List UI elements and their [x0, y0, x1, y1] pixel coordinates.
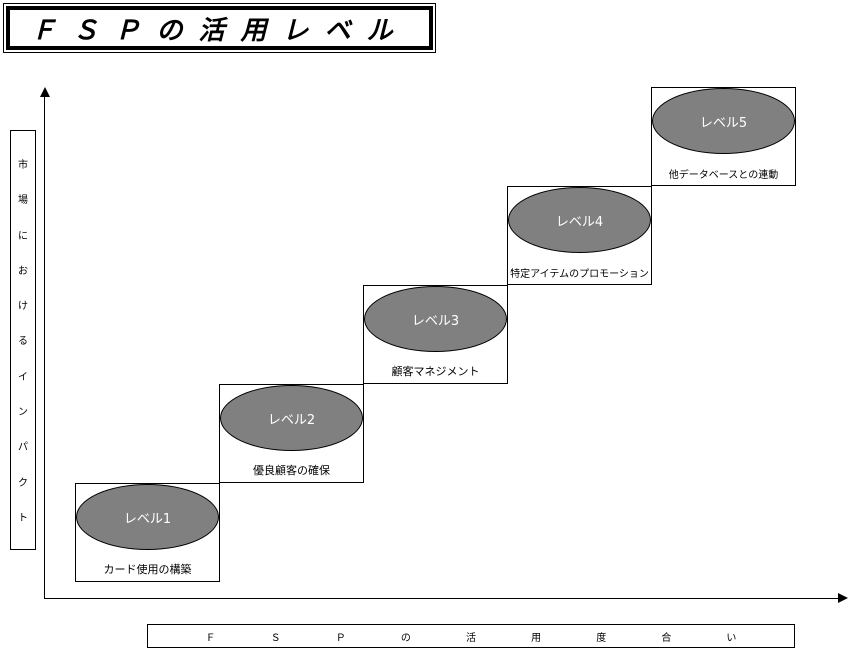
- level-3-box: レベル3 顧客マネジメント: [363, 285, 508, 384]
- level-4-box: レベル4 特定アイテムのプロモーション: [507, 186, 652, 285]
- x-char: Ｆ: [205, 632, 216, 644]
- level-5-ellipse: レベル5: [652, 88, 795, 154]
- level-5-description: 他データベースとの連動: [668, 170, 779, 181]
- x-char: 合: [661, 632, 672, 644]
- level-5-box: レベル5 他データベースとの連動: [651, 87, 796, 186]
- y-char: 市: [18, 160, 28, 172]
- y-axis-arrow: [40, 87, 50, 97]
- y-char: る: [18, 336, 28, 348]
- x-char: Ｓ: [270, 632, 281, 644]
- y-char: に: [18, 230, 28, 242]
- y-char: け: [18, 301, 28, 313]
- level-4-ellipse: レベル4: [508, 187, 651, 253]
- level-1-box: レベル1 カード使用の構築: [75, 483, 220, 582]
- y-char: ン: [18, 406, 28, 418]
- y-char: パ: [18, 442, 28, 454]
- x-char: 度: [596, 632, 607, 644]
- y-axis: [44, 96, 45, 599]
- x-axis: [44, 598, 840, 599]
- level-3-ellipse: レベル3: [364, 286, 507, 352]
- level-2-description: 優良顧客の確保: [253, 464, 330, 477]
- title-text: ＦＳＰの活用レベル: [6, 6, 433, 50]
- x-char: い: [726, 632, 737, 644]
- level-1-ellipse: レベル1: [76, 484, 219, 550]
- level-2-ellipse: レベル2: [220, 385, 363, 451]
- y-char: イ: [18, 371, 28, 383]
- x-char: 用: [531, 632, 542, 644]
- x-axis-arrow: [838, 593, 848, 603]
- level-2-box: レベル2 優良顧客の確保: [219, 384, 364, 483]
- y-char: お: [18, 265, 28, 277]
- y-char: 場: [18, 195, 28, 207]
- level-1-description: カード使用の構築: [103, 563, 192, 576]
- y-char: ト: [18, 512, 28, 524]
- y-char: ク: [18, 477, 28, 489]
- level-4-description: 特定アイテムのプロモーション: [510, 269, 649, 280]
- x-char: の: [400, 632, 411, 644]
- y-axis-label: 市 場 に お け る イ ン パ ク ト: [10, 130, 36, 550]
- x-char: 活: [465, 632, 476, 644]
- diagram-title: ＦＳＰの活用レベル: [3, 3, 436, 53]
- level-3-description: 顧客マネジメント: [391, 365, 480, 378]
- x-char: Ｐ: [335, 632, 346, 644]
- x-axis-label: Ｆ Ｓ Ｐ の 活 用 度 合 い: [147, 624, 795, 648]
